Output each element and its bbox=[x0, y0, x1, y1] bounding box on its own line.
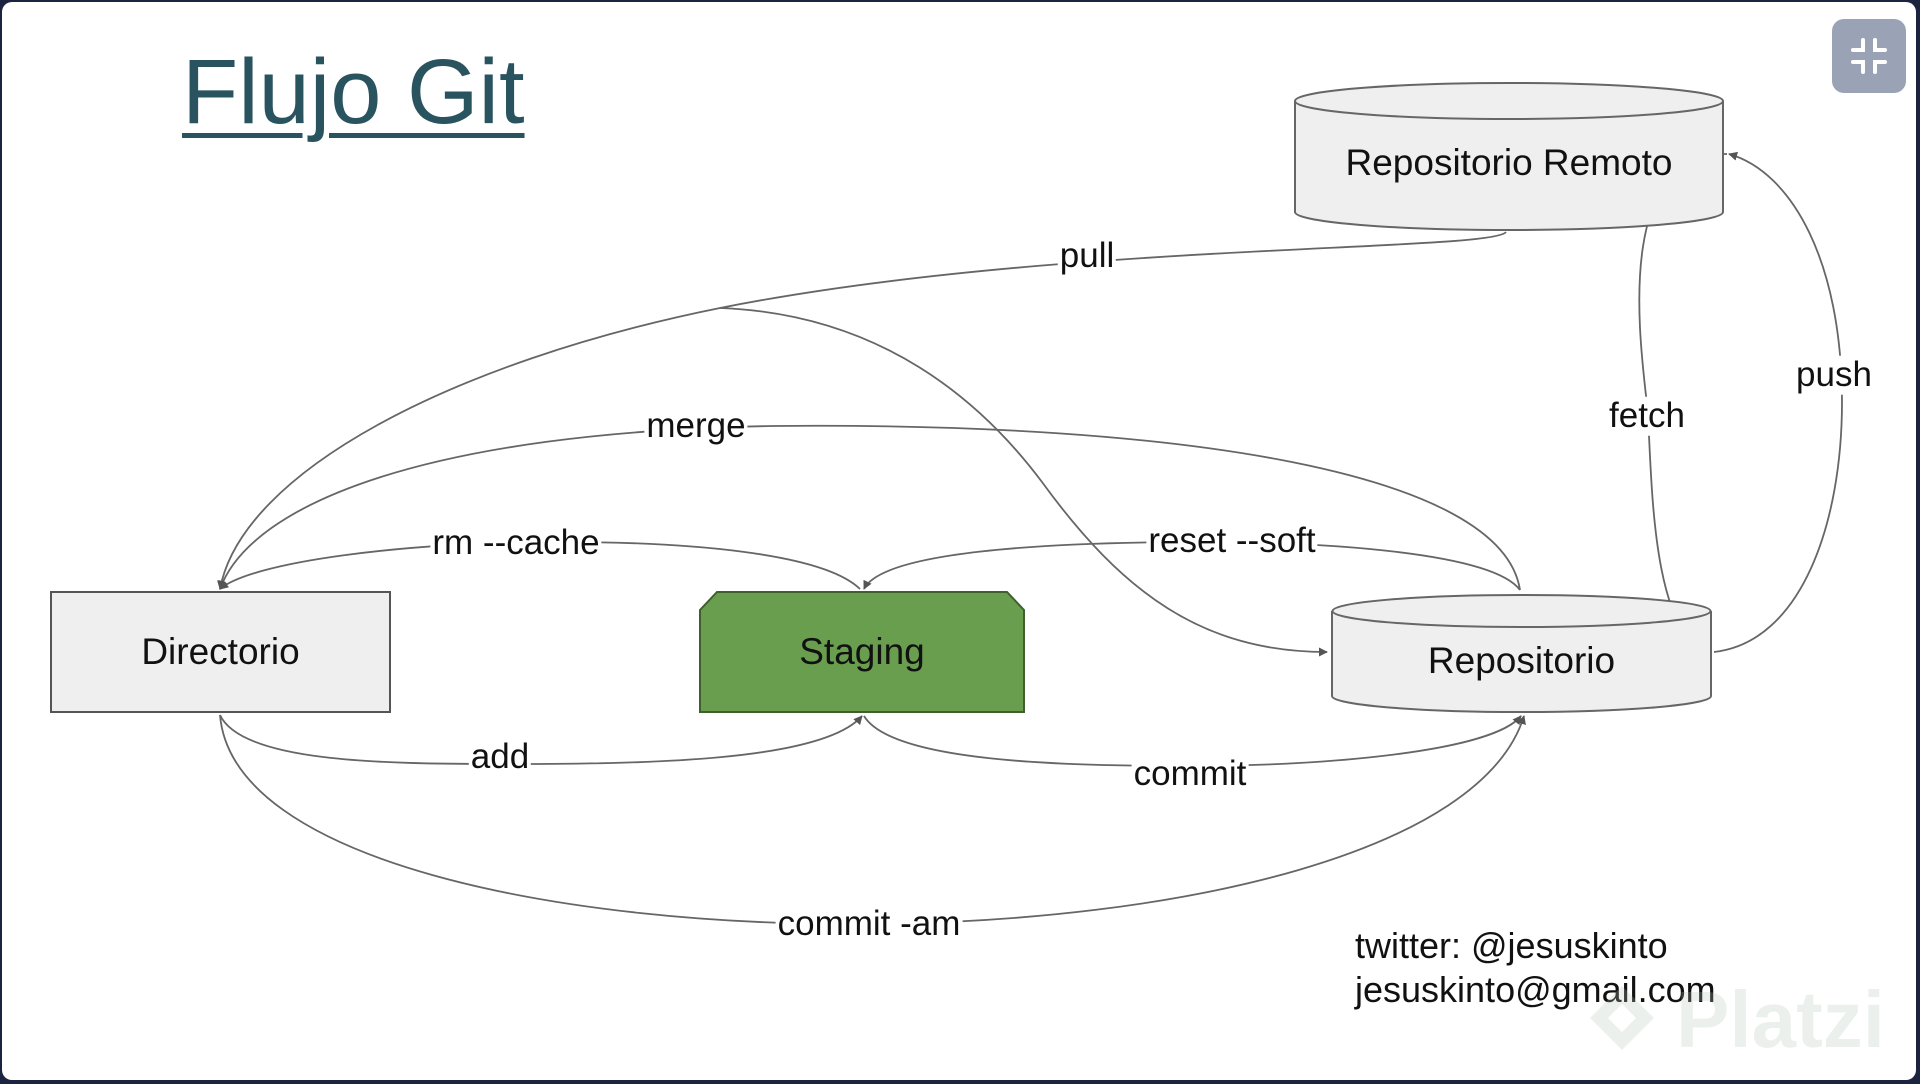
platzi-watermark: Platzi bbox=[1582, 974, 1885, 1066]
watermark-text: Platzi bbox=[1676, 975, 1885, 1064]
node-repositorio-remoto: Repositorio Remoto bbox=[1294, 82, 1724, 232]
edge-push bbox=[1713, 151, 1843, 653]
platzi-logo-icon bbox=[1590, 986, 1654, 1050]
node-staging-label: Staging bbox=[799, 631, 925, 672]
edge-pull-repo bbox=[719, 307, 1328, 657]
edge-label-pull: pull bbox=[1057, 235, 1117, 276]
edge-label-commit-am: commit -am bbox=[775, 903, 963, 944]
edge-label-reset-soft: reset --soft bbox=[1146, 520, 1318, 561]
node-directorio: Directorio bbox=[50, 591, 391, 713]
slide-title: Flujo Git bbox=[182, 41, 525, 143]
cylinder-remote-shape bbox=[1294, 82, 1724, 231]
staging-shape bbox=[699, 591, 1025, 713]
edge-commit-am bbox=[219, 714, 1526, 925]
edge-label-push: push bbox=[1794, 354, 1874, 395]
edge-add bbox=[219, 714, 863, 765]
edge-merge bbox=[218, 424, 1521, 591]
node-repositorio-remoto-label: Repositorio Remoto bbox=[1345, 142, 1673, 183]
collapse-fullscreen-icon bbox=[1851, 38, 1887, 74]
edge-label-commit: commit bbox=[1131, 753, 1249, 794]
node-repositorio: Repositorio bbox=[1331, 594, 1712, 714]
edge-label-fetch: fetch bbox=[1607, 395, 1687, 436]
credits-email: jesuskinto@gmail.com bbox=[1355, 969, 1716, 1010]
node-staging: Staging bbox=[699, 591, 1025, 713]
cylinder-repo-shape bbox=[1331, 594, 1712, 714]
credits-twitter: twitter: @jesuskinto bbox=[1355, 925, 1668, 966]
edge-label-merge: merge bbox=[644, 405, 748, 446]
edge-label-add: add bbox=[468, 736, 532, 777]
credits: twitter: @jesuskinto jesuskinto@gmail.co… bbox=[1355, 924, 1716, 1012]
node-repositorio-label: Repositorio bbox=[1427, 640, 1616, 681]
collapse-button[interactable] bbox=[1832, 19, 1906, 93]
edge-pull bbox=[217, 231, 1507, 590]
node-directorio-label: Directorio bbox=[141, 631, 300, 672]
edge-label-rm-cache: rm --cache bbox=[430, 522, 602, 563]
